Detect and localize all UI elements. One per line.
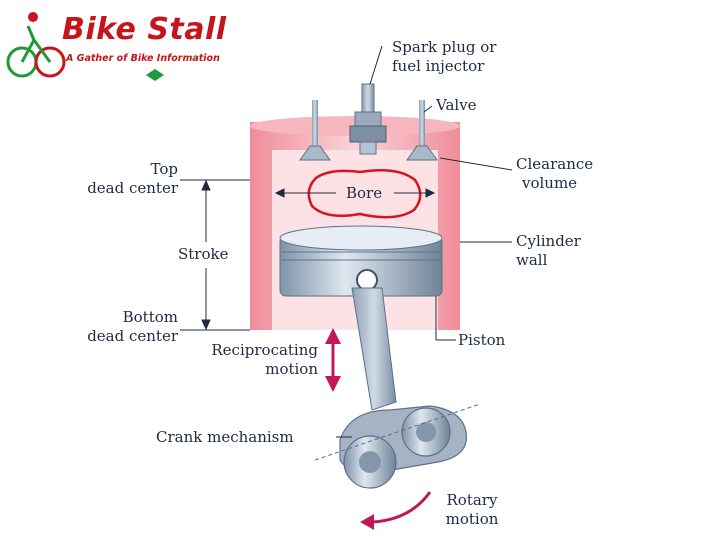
rotary-motion-label: Rotary motion: [432, 491, 512, 529]
crank-mechanism: [314, 403, 481, 489]
valve-label: Valve: [436, 96, 477, 114]
stroke-label: Stroke: [178, 245, 229, 263]
spark-plug-label-line2: fuel injector: [392, 57, 485, 75]
cylinder-wall-label-line1: Cylinder: [516, 232, 581, 250]
stroke-dimension: [180, 179, 250, 331]
connecting-rod: [351, 287, 397, 411]
bike-stall-logo: Bike Stall A Gather of Bike Information: [0, 0, 270, 90]
reciprocating-motion-label-line2: motion: [265, 360, 318, 378]
bore-outline: [307, 169, 422, 219]
clearance-volume-label-line1: Clearance: [516, 155, 594, 173]
rotary-arrow: [360, 491, 432, 530]
clearance-volume-label-line2: volume: [522, 174, 578, 192]
cylinder-wall-label-line2: wall: [516, 251, 548, 269]
logo-diamond-icon: [146, 69, 164, 81]
valve-right: [406, 100, 438, 161]
reciprocating-motion-label-line1: Reciprocating: [211, 341, 318, 359]
valve-left: [299, 100, 331, 161]
leader-lines: [336, 45, 513, 438]
piston: [279, 225, 443, 297]
cyclist-logo-icon: [6, 12, 66, 78]
top-dead-center-label-line2: dead center: [87, 179, 178, 197]
rotary-motion-label-line2: motion: [445, 510, 499, 528]
piston-label: Piston: [458, 331, 506, 349]
spark-plug: [349, 83, 387, 155]
spark-plug-label-line1: Spark plug or: [392, 38, 497, 56]
bottom-dead-center-label: Bottom dead center: [60, 308, 178, 346]
clearance-volume-label: Clearance volume: [516, 155, 593, 193]
logo-tagline: A Gather of Bike Information: [66, 53, 220, 64]
bore-label: Bore: [346, 184, 383, 202]
spark-plug-label: Spark plug or fuel injector: [392, 38, 496, 76]
top-dead-center-label: Top dead center: [60, 160, 178, 198]
top-dead-center-label-line1: Top: [150, 160, 178, 178]
reciprocating-arrow: [325, 328, 341, 392]
bottom-dead-center-label-line1: Bottom: [122, 308, 178, 326]
rotary-motion-label-line1: Rotary: [446, 491, 498, 509]
bore-dimension-line: [274, 188, 436, 198]
logo-title: Bike Stall: [62, 12, 227, 47]
bottom-dead-center-label-line2: dead center: [87, 327, 178, 345]
crank-mechanism-label: Crank mechanism: [156, 428, 294, 446]
reciprocating-motion-label: Reciprocating motion: [180, 341, 318, 379]
cylinder-wall-label: Cylinder wall: [516, 232, 581, 270]
